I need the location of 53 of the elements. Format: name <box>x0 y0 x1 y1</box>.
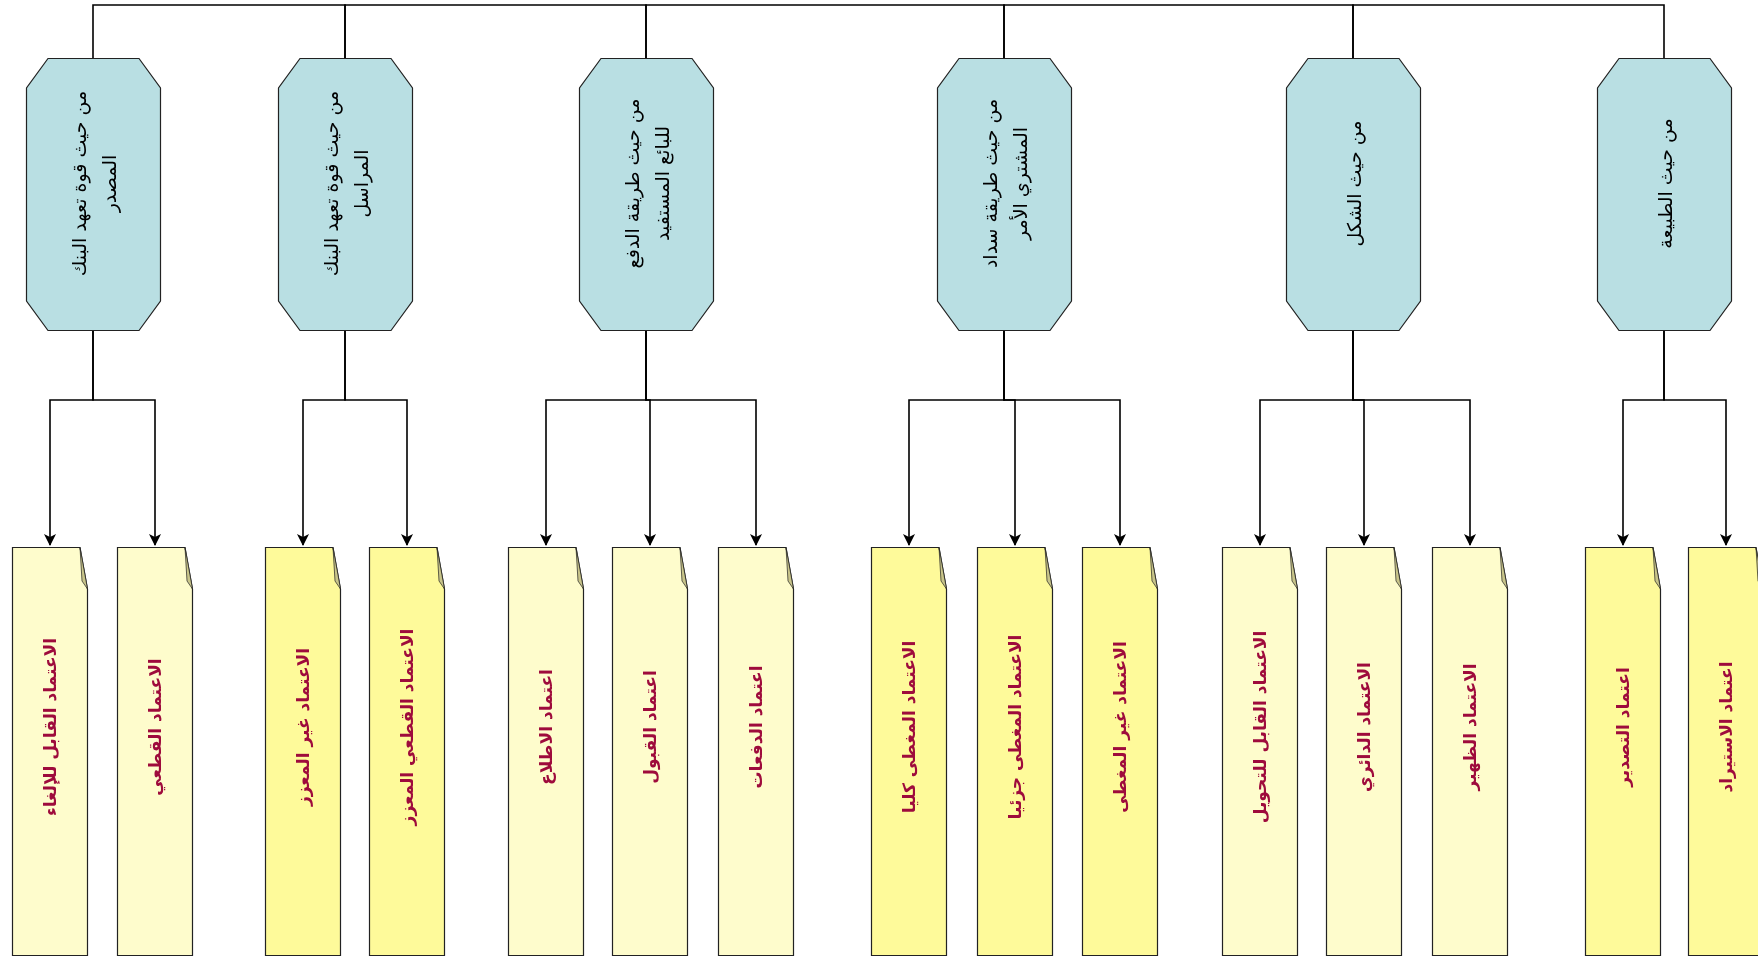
label-text: الاعتماد المغطى جزئيا <box>1005 634 1025 820</box>
note-box <box>265 547 341 956</box>
octagon-box <box>936 58 1072 331</box>
label-text: الاعتماد القطعي المعزز <box>397 628 417 826</box>
label-text: الاعتماد القابل للإلغاء <box>40 637 60 817</box>
connector-line <box>92 4 346 59</box>
note-box <box>871 547 947 956</box>
label-text: الاعتماد الدائري <box>1354 662 1374 792</box>
note-box <box>1082 547 1158 956</box>
note-box <box>1585 547 1661 956</box>
connector-line <box>344 4 647 59</box>
label-text: اعتماد القبول <box>640 670 660 784</box>
note-box <box>369 547 445 956</box>
heading-text: من حيث الطبيعة <box>1652 117 1678 249</box>
octagon-box <box>25 58 161 331</box>
note-box <box>117 547 193 956</box>
arrow <box>92 330 161 546</box>
heading-text: من حيث طريقة الدفع للبائع المستفيد <box>619 97 675 270</box>
arrow <box>1352 330 1476 546</box>
heading-text: من حيث طريقة سداد المشتري الأمر <box>977 97 1033 270</box>
label-text: اعتماد التصدير <box>1613 667 1633 787</box>
label-text: الاعتماد المغطى كليا <box>899 640 919 814</box>
heading-text: من حيث قوة تعهد البنك المصدر <box>66 89 122 278</box>
note-box <box>1326 547 1402 956</box>
note-box <box>508 547 584 956</box>
label-text: اعتماد الاطلاع <box>536 669 556 785</box>
label-text: اعتماد الاستيراد <box>1716 661 1736 793</box>
note-box <box>1222 547 1298 956</box>
connector-line <box>1352 4 1665 59</box>
arrow <box>1003 330 1126 546</box>
label-text: الاعتماد غير المغطى <box>1110 641 1130 813</box>
label-text: الاعتماد غير المعزز <box>293 647 313 807</box>
note-box <box>977 547 1053 956</box>
heading-text: من حيث قوة تعهد البنك المراسل <box>318 89 374 278</box>
note-box <box>1688 547 1758 956</box>
arrow <box>344 330 413 546</box>
label-text: الاعتماد القطعي <box>145 658 165 796</box>
arrow <box>1663 330 1732 546</box>
heading-text: من حيث الشكل <box>1341 120 1367 246</box>
label-text: الاعتماد الظهير <box>1460 663 1480 791</box>
connector-line <box>1003 4 1354 59</box>
note-box <box>612 547 688 956</box>
octagon-box <box>277 58 413 331</box>
octagon-box <box>1285 58 1421 331</box>
note-box <box>12 547 88 956</box>
connector-line <box>645 4 1005 59</box>
note-box <box>718 547 794 956</box>
octagon-box <box>578 58 714 331</box>
note-box <box>1432 547 1508 956</box>
label-text: الاعتماد القابل للتحويل <box>1250 630 1270 824</box>
label-text: اعتماد الدفعات <box>746 665 766 789</box>
arrow <box>645 330 762 546</box>
octagon-box <box>1596 58 1732 331</box>
